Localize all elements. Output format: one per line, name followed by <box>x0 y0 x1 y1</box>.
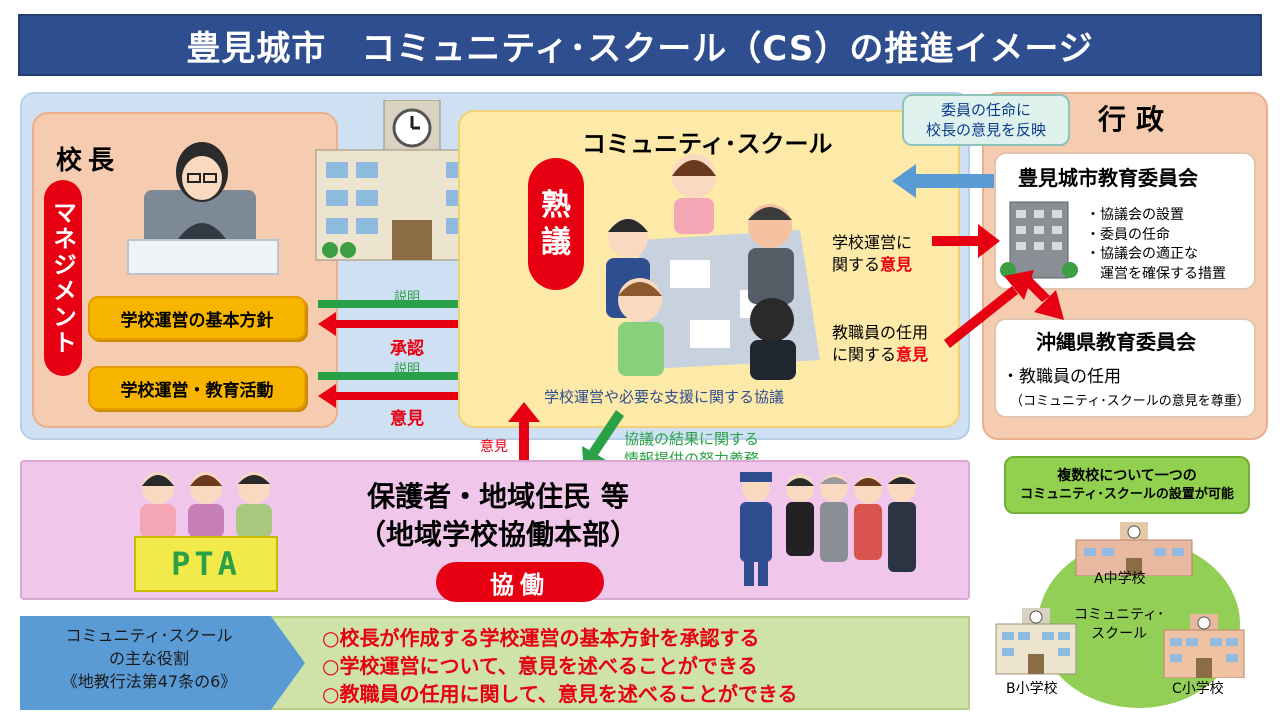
school-opinion-arrow <box>932 224 1000 258</box>
opinion-up-arrow <box>508 402 540 474</box>
opinion-arrow <box>318 384 504 408</box>
principal-heading: 校長 <box>56 146 121 176</box>
residents-illustration <box>740 472 916 586</box>
staff-opinion-about: に関する <box>832 345 897 365</box>
roles-label-box <box>20 616 305 710</box>
staff-opinion-line2: に関する意見 <box>832 344 928 366</box>
callout-line2: 校長の意見を反映 <box>925 121 1046 139</box>
staff-opinion-line1: 教職員の任用 <box>832 323 929 342</box>
roles-label-line1: コミュニティ･スクール <box>65 626 233 645</box>
staff-opinion-word: 意見 <box>896 345 929 365</box>
principal-illustration <box>127 142 279 275</box>
roles-list: ○校長が作成する学校運営の基本方針を承認する ○学校運営について、意見を述べるこ… <box>322 624 797 708</box>
pref-board-title: 沖縄県教育委員会 <box>1036 330 1196 354</box>
city-item-1: ・協議会の設置 <box>1086 207 1184 223</box>
school-b-icon <box>995 608 1077 675</box>
appointment-callout: 委員の任命に 校長の意見を反映 <box>902 94 1070 146</box>
school-opinion-about: 関する <box>832 255 881 275</box>
city-board-items: ・協議会の設置 ・委員の任命 ・協議会の適正な 運営を確保する措置 <box>1086 206 1226 284</box>
appointment-arrow <box>892 164 1016 198</box>
policy-button[interactable]: 学校運営の基本方針 <box>88 296 306 340</box>
pref-board-note: （コミュニティ･スクールの意見を尊重） <box>1010 394 1250 409</box>
approve-label: 承認 <box>390 339 424 359</box>
school-a-icon <box>1075 522 1193 576</box>
desk <box>127 239 279 275</box>
page-title: 豊見城市 コミュニティ･スクール（CS）の推進イメージ <box>18 14 1262 76</box>
discussion-text: 学校運営や必要な支援に関する協議 <box>544 388 785 406</box>
government-arrows <box>932 224 1064 348</box>
school-opinion-line1: 学校運営に <box>832 233 913 252</box>
multi-note-line1: 複数校について一つの <box>1057 467 1197 484</box>
management-label: マネジメント <box>44 180 82 376</box>
role-item-1: ○校長が作成する学校運営の基本方針を承認する <box>322 626 760 650</box>
jukugi-badge: 熟 議 <box>528 158 584 290</box>
opinion-label: 意見 <box>390 409 424 429</box>
meeting-illustration <box>606 154 820 380</box>
chair <box>144 190 256 248</box>
roles-label: コミュニティ･スクール の主な役割 《地教行法第47条の6》 <box>24 624 274 694</box>
opinion-up-label: 意見 <box>480 439 508 455</box>
roles-label-line2: の主な役割 <box>108 649 189 669</box>
cs-circle-line2: スクール <box>1091 625 1148 642</box>
jukugi-char-2: 議 <box>541 225 571 260</box>
government-heading: 行政 <box>1098 103 1175 136</box>
callout-line1: 委員の任命に <box>940 100 1031 119</box>
city-board-title: 豊見城市教育委員会 <box>1018 166 1198 190</box>
role-item-3: ○教職員の任用に関して、意見を述べることができる <box>322 682 798 706</box>
jukugi-char-1: 熟 <box>541 187 571 223</box>
role-item-2: ○学校運営について、意見を述べることができる <box>322 654 758 678</box>
roles-label-line3: 《地教行法第47条の6》 <box>61 672 237 692</box>
school-b-label: B小学校 <box>1006 681 1058 697</box>
kyodo-badge: 協働 <box>436 562 604 602</box>
school-opinion-label: 学校運営に 関する意見 <box>832 232 912 277</box>
approve-arrow <box>318 312 504 336</box>
cs-heading: コミュニティ･スクール <box>582 130 833 158</box>
multi-note-line2: コミュニティ･スクールの設置が可能 <box>1020 486 1234 502</box>
office-building-icon <box>1000 201 1078 279</box>
multi-school-note: 複数校について一つの コミュニティ･スクールの設置が可能 <box>1004 456 1250 514</box>
cs-circle-label: コミュニティ･ スクール <box>1074 606 1164 644</box>
face <box>182 156 222 200</box>
parents-illustration <box>140 472 272 538</box>
city-item-2: ・委員の任命 <box>1086 226 1170 243</box>
activity-button[interactable]: 学校運営・教育活動 <box>88 366 306 410</box>
school-opinion-word: 意見 <box>880 255 913 275</box>
worker <box>740 472 772 586</box>
cs-circle-line1: コミュニティ･ <box>1074 607 1165 623</box>
pref-board-item: ・教職員の任用 <box>1002 367 1121 387</box>
city-item-3: ・協議会の適正な <box>1086 246 1198 263</box>
pref-board-box <box>994 318 1256 418</box>
pta-sign: PTA <box>134 536 278 592</box>
staff-opinion-arrow <box>944 270 1034 348</box>
community-line2: （地域学校協働本部） <box>357 517 638 551</box>
report-line1: 協議の結果に関する <box>624 430 760 448</box>
school-c-label: C小学校 <box>1172 681 1224 697</box>
school-c-icon <box>1163 614 1245 678</box>
city-to-pref-arrow <box>1018 272 1064 320</box>
staff-opinion-label: 教職員の任用 に関する意見 <box>832 322 928 367</box>
city-item-4: 運営を確保する措置 <box>1086 265 1226 282</box>
community-title: 保護者・地域住民 等 （地域学校協働本部） <box>348 478 648 554</box>
community-line1: 保護者・地域住民 等 <box>367 480 629 513</box>
school-a-label: A中学校 <box>1094 571 1146 587</box>
school-opinion-line2: 関する意見 <box>832 254 912 276</box>
